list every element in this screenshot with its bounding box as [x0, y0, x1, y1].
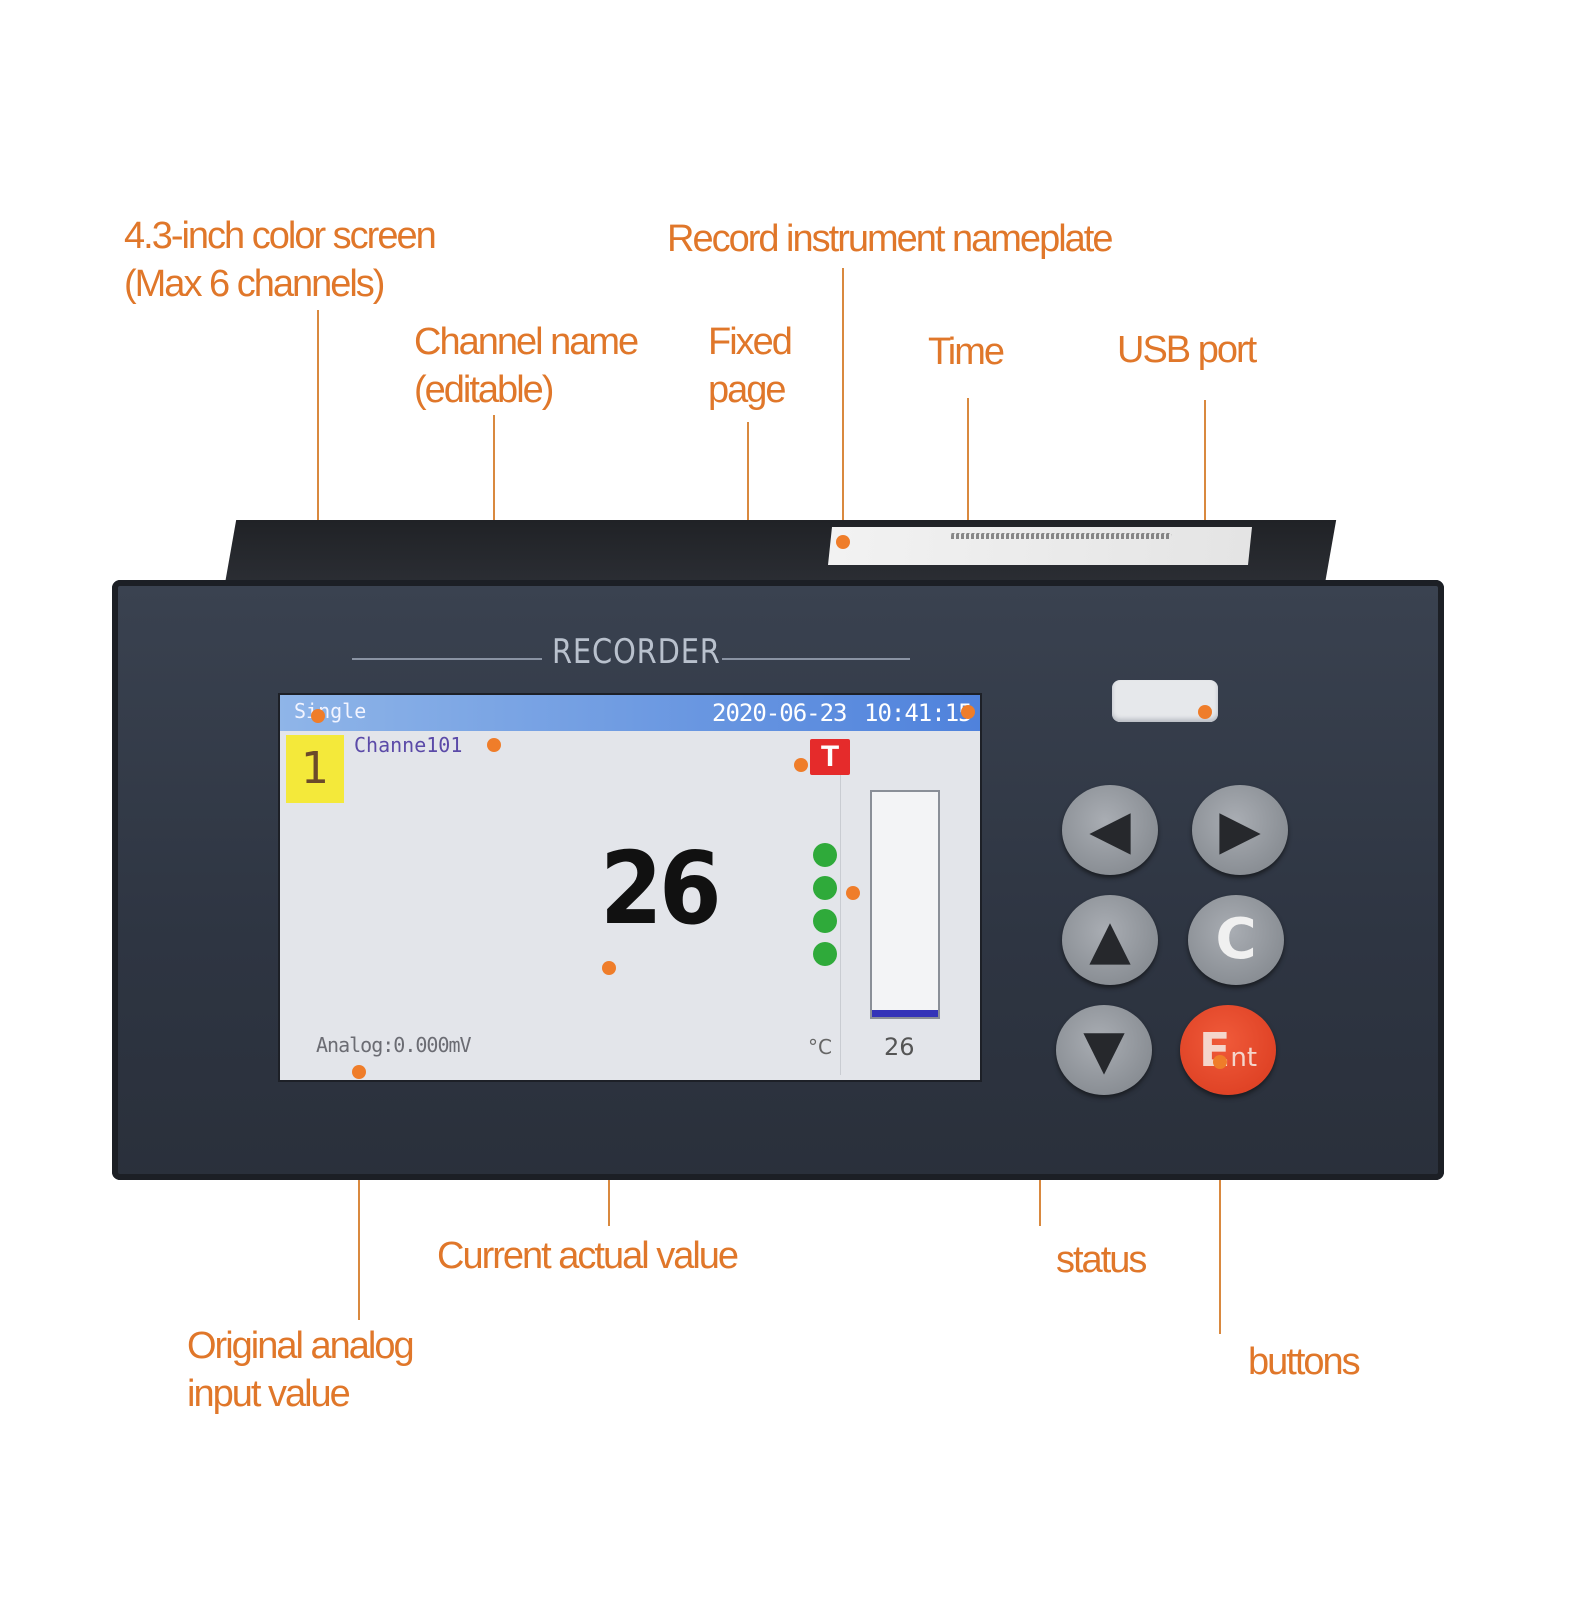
status-led [813, 942, 837, 966]
time-display: 10:41:15 [864, 699, 973, 727]
status-leds [813, 843, 837, 975]
current-value: 26 [600, 830, 722, 947]
clear-button[interactable]: C [1188, 895, 1284, 985]
brand-label: RECORDER [552, 632, 721, 672]
dot-usb-port [1198, 705, 1212, 719]
dot-current-value [602, 961, 616, 975]
callout-fixed-page-line1: Fixed [708, 321, 793, 363]
callout-analog-input-line1: Original analog [187, 1325, 415, 1367]
date-display: 2020-06-23 [712, 699, 847, 727]
callout-analog-input: Original analog input value [187, 1322, 415, 1418]
dot-nameplate [836, 535, 850, 549]
callout-time: Time [928, 331, 1005, 373]
up-arrow-icon: ▲ [1089, 908, 1131, 971]
dot-fixed-page [794, 758, 808, 772]
enter-label-sub: nt [1230, 1043, 1258, 1073]
fixed-page-icon: T [810, 739, 850, 775]
nameplate-barcode [950, 533, 1172, 539]
enter-label: Ent [1199, 1027, 1257, 1073]
callout-channel-name: Channel name (editable) [414, 318, 639, 414]
color-screen: Single 2020-06-23 10:41:15 1 Channe101 T… [280, 695, 980, 1080]
callout-channel-name-line1: Channel name [414, 321, 639, 363]
right-arrow-icon: ▶ [1219, 798, 1261, 861]
enter-label-main: E [1198, 1023, 1231, 1077]
channel-name: Channe101 [354, 733, 463, 757]
bar-value: 26 [884, 1033, 915, 1061]
dot-screen [311, 709, 325, 723]
callout-status: status [1056, 1239, 1147, 1281]
dot-analog-input [352, 1065, 366, 1079]
screen-title-bar: Single 2020-06-23 10:41:15 [280, 695, 980, 731]
bar-graph [870, 790, 940, 1019]
callout-current-value: Current actual value [437, 1235, 739, 1277]
callout-usb-port: USB port [1117, 329, 1257, 371]
clear-label: C [1215, 907, 1257, 972]
dot-time [961, 705, 975, 719]
callout-analog-input-line2: input value [187, 1373, 351, 1415]
down-arrow-icon: ▼ [1083, 1018, 1125, 1081]
left-arrow-icon: ◀ [1089, 798, 1131, 861]
callout-fixed-page-line2: page [708, 369, 787, 411]
left-button[interactable]: ◀ [1062, 785, 1158, 875]
analog-input-value: Analog:0.000mV [316, 1033, 472, 1057]
callout-fixed-page: Fixed page [708, 318, 793, 414]
callout-screen: 4.3-inch color screen (Max 6 channels) [124, 212, 437, 308]
brand-line-right [722, 658, 910, 660]
enter-button[interactable]: Ent [1180, 1005, 1276, 1095]
screen-divider [840, 775, 841, 1075]
brand-line-left [352, 658, 542, 660]
instrument-nameplate [828, 527, 1252, 565]
dot-channel-name [487, 738, 501, 752]
down-button[interactable]: ▼ [1056, 1005, 1152, 1095]
up-button[interactable]: ▲ [1062, 895, 1158, 985]
bar-graph-fill [872, 1010, 938, 1017]
unit-label: °C [808, 1035, 832, 1059]
right-button[interactable]: ▶ [1192, 785, 1288, 875]
mode-label: Single [294, 699, 367, 723]
dot-buttons [1213, 1055, 1227, 1069]
channel-number: 1 [286, 735, 344, 803]
status-led [813, 876, 837, 900]
callout-screen-line1: 4.3-inch color screen [124, 215, 437, 257]
callout-screen-line2: (Max 6 channels) [124, 263, 385, 305]
dot-status [846, 886, 860, 900]
callout-channel-name-line2: (editable) [414, 369, 554, 411]
status-led [813, 909, 837, 933]
callout-buttons: buttons [1248, 1341, 1361, 1383]
callout-nameplate: Record instrument nameplate [667, 218, 1113, 260]
status-led [813, 843, 837, 867]
